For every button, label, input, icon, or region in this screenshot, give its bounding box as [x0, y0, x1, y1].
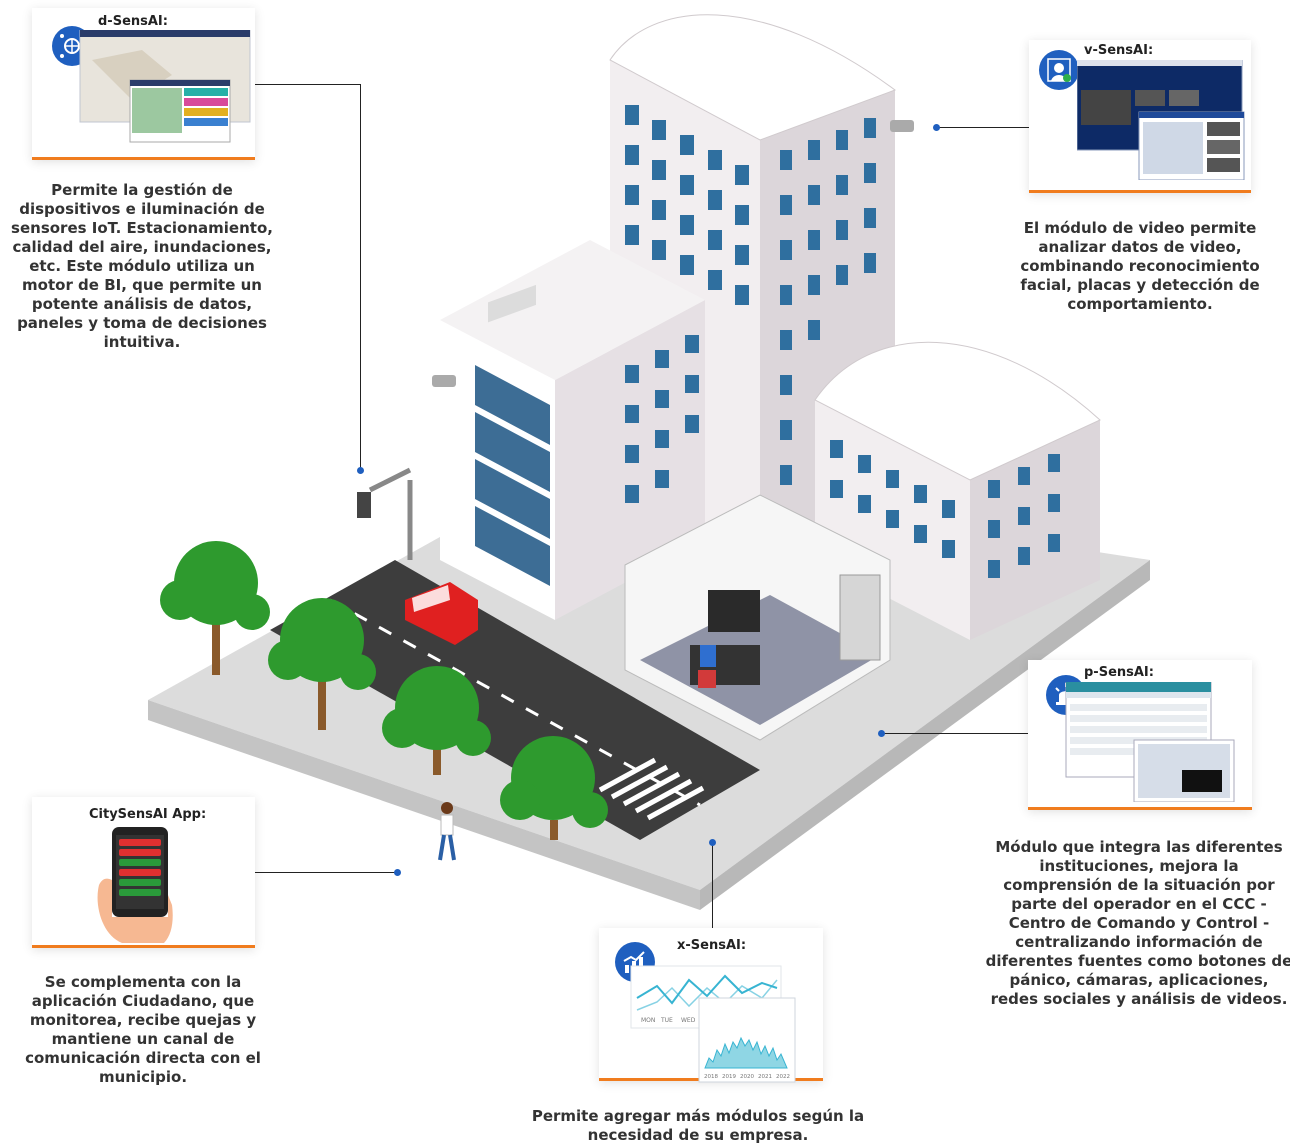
connector-x	[712, 843, 713, 928]
x-chart-year-4: 2022	[776, 1074, 790, 1080]
x-sensai-description: Permite agregar más módulos según la nec…	[531, 1107, 865, 1144]
x-chart-day-1: TUE	[660, 1017, 673, 1024]
v-sensai-title: v-SensAI:	[1084, 43, 1154, 58]
connector-d-vertical	[360, 84, 361, 469]
x-sensai-title: x-SensAI:	[677, 938, 747, 953]
connector-d-horizontal	[255, 84, 361, 85]
d-sensai-screenshot	[79, 30, 251, 143]
x-chart-year-2: 2020	[740, 1074, 754, 1080]
connector-app-dot	[394, 869, 401, 876]
citysensai-app-card: CitySensAI App:	[32, 797, 255, 948]
citysensai-app-description: Se complementa con la aplicación Ciudada…	[25, 973, 261, 1086]
connector-app	[255, 872, 398, 873]
v-sensai-card: v-SensAI:	[1029, 40, 1251, 193]
x-chart-year-1: 2019	[722, 1074, 736, 1080]
p-sensai-screenshot	[1065, 682, 1235, 802]
connector-p-dot	[878, 730, 885, 737]
d-sensai-title: d-SensAI:	[98, 14, 168, 29]
smartphone-icon	[97, 827, 173, 943]
x-sensai-card: x-SensAI: MON TUE WED 2018 2019 2020 202…	[599, 928, 823, 1083]
x-chart-day-0: MON	[641, 1017, 655, 1024]
citysensai-app-title: CitySensAI App:	[89, 807, 207, 822]
x-sensai-screenshot: MON TUE WED 2018 2019 2020 2021 2022	[630, 965, 796, 1083]
d-sensai-description: Permite la gestión de dispositivos e ilu…	[11, 181, 273, 351]
x-chart-year-0: 2018	[704, 1074, 718, 1080]
connector-x-dot	[709, 839, 716, 846]
v-sensai-screenshot	[1077, 60, 1245, 180]
p-sensai-card: p-SensAI:	[1028, 660, 1252, 810]
connector-v	[937, 127, 1029, 128]
connector-v-dot	[933, 124, 940, 131]
p-sensai-title: p-SensAI:	[1084, 665, 1154, 680]
x-chart-year-3: 2021	[758, 1074, 772, 1080]
v-sensai-badge	[1039, 50, 1079, 90]
d-sensai-card: d-SensAI:	[32, 8, 255, 160]
p-sensai-description: Módulo que integra las diferentes instit…	[985, 838, 1290, 1008]
connector-p	[882, 733, 1028, 734]
x-chart-day-2: WED	[681, 1017, 696, 1024]
connector-d-dot	[357, 467, 364, 474]
face-recognition-icon	[1047, 58, 1071, 82]
v-sensai-description: El módulo de video permite analizar dato…	[1020, 219, 1260, 313]
